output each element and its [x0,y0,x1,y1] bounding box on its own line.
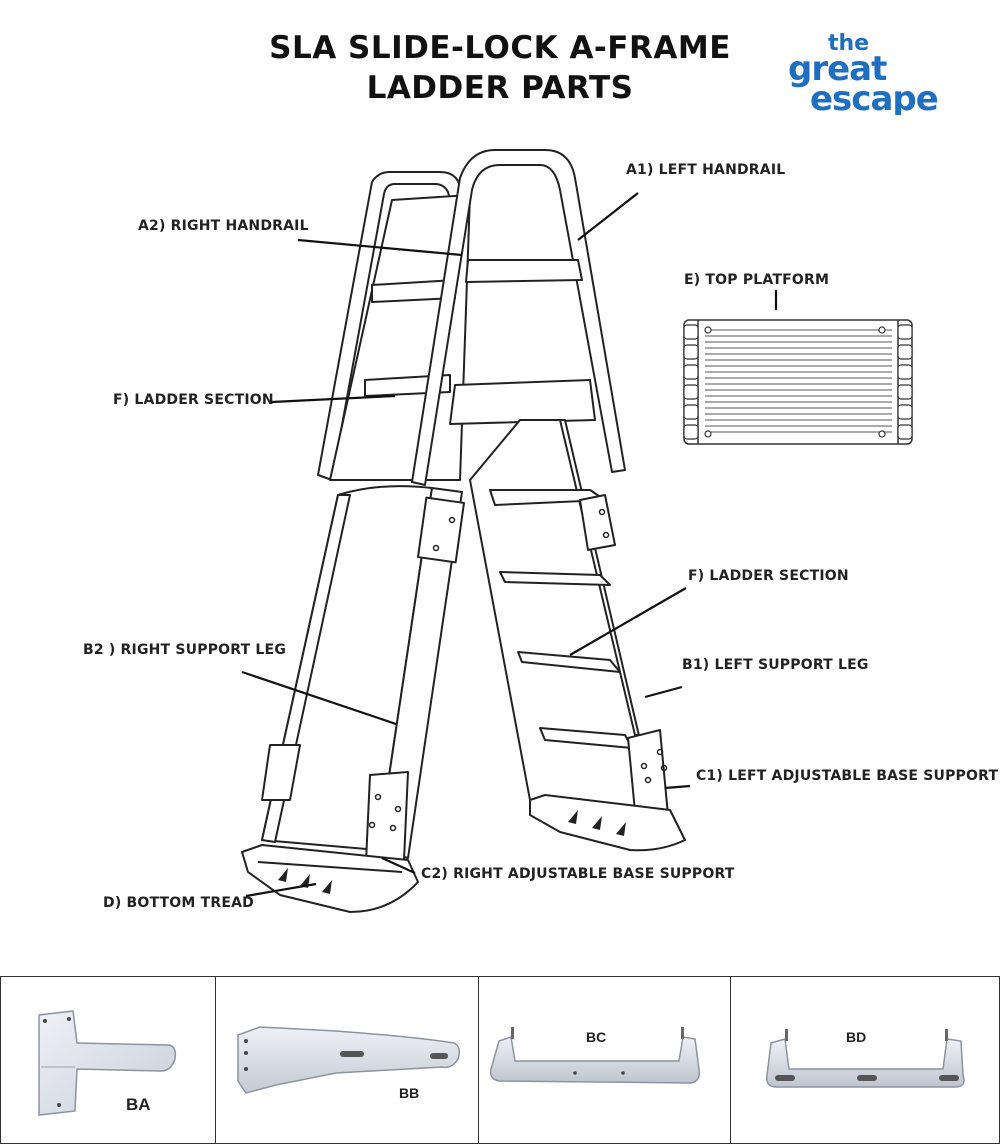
center-frame-top [411,149,626,486]
logo-line-2: great [788,49,887,89]
part-cell-bb: BB [215,976,479,1144]
label-right-base-support: C2) RIGHT ADJUSTABLE BASE SUPPORT [421,866,735,882]
label-left-support-leg: B1) LEFT SUPPORT LEG [682,657,869,673]
ladder-illustration [241,149,913,913]
label-left-handrail: A1) LEFT HANDRAIL [626,162,786,178]
part-cell-ba: BA [0,976,216,1144]
title-line-2: LADDER PARTS [366,70,634,106]
great-escape-logo: the great escape [788,31,939,115]
label-right-handrail: A2) RIGHT HANDRAIL [138,218,309,234]
part-bb-image [237,1026,461,1094]
left-bottom-tread [529,794,686,852]
logo-line-3: escape [810,79,938,115]
label-ladder-section-left: F) LADDER SECTION [113,392,274,408]
label-left-base-support: C1) LEFT ADJUSTABLE BASE SUPPORT [696,768,999,784]
label-top-platform: E) TOP PLATFORM [684,272,830,288]
part-label-bd: BD [846,1029,867,1045]
part-label-ba: BA [126,1095,151,1114]
top-platform-slats [705,329,892,433]
bottom-tread [241,844,419,913]
right-base-support [365,771,409,863]
part-cell-bc: BC [478,976,731,1144]
label-bottom-tread: D) BOTTOM TREAD [103,895,254,911]
label-right-support-leg: B2 ) RIGHT SUPPORT LEG [83,642,287,658]
title-line-1: SLA SLIDE-LOCK A-FRAME [269,30,731,66]
parts-strip: BA BB BC BD [0,976,1000,1145]
part-label-bb: BB [399,1085,420,1101]
label-ladder-section-right: F) LADDER SECTION [688,568,849,584]
part-ba-image [38,1010,177,1116]
logo-line-1: the [828,31,869,56]
part-bc-image [489,1027,701,1084]
top-platform [683,319,913,445]
part-cell-bd: BD [730,976,1000,1144]
part-label-bc: BC [586,1029,607,1045]
leader-lines [241,192,778,898]
part-bd-image [765,1029,965,1088]
diagram-title: SLA SLIDE-LOCK A-FRAME LADDER PARTS [220,28,780,108]
